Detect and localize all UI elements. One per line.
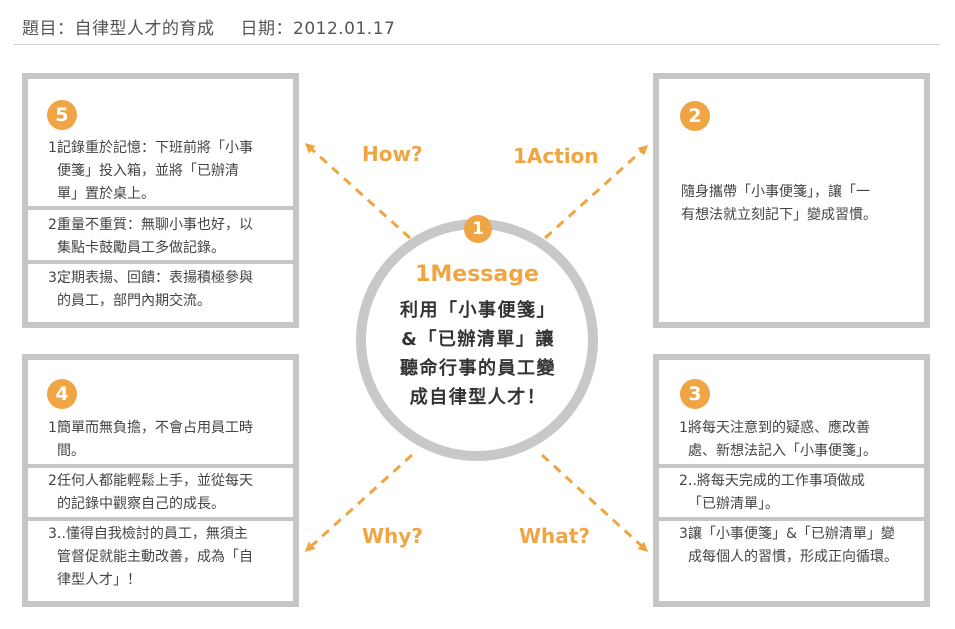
separator xyxy=(28,464,293,468)
item-number: 2. xyxy=(48,473,62,489)
item-line: 任何人都能輕鬆上手，並從每天 xyxy=(57,473,253,489)
badge-1: 1 xyxy=(464,215,492,243)
item-number: 3. xyxy=(48,526,62,542)
box-3-what: 3 1. 將每天注意到的疑惑、應改善 處、新想法記入「小事便箋」。 2. ..將… xyxy=(653,354,930,607)
item-number: 2. xyxy=(679,473,693,489)
message-line: 利用「小事便箋」 xyxy=(400,300,556,321)
center-circle xyxy=(356,219,598,461)
item-line: ..將每天完成的工作事項做成 xyxy=(688,473,865,489)
topic-label: 題目：自律型人才的育成 xyxy=(22,19,215,39)
box3-item-3: 3. 讓「小事便箋」&「已辦清單」變 成每個人的習慣，形成正向循環。 xyxy=(659,523,924,569)
arrow-how xyxy=(304,142,412,240)
item-line: 「已辦清單」。 xyxy=(688,496,779,512)
item-line: 單」置於桌上。 xyxy=(57,186,155,202)
badge-5: 5 xyxy=(47,100,77,130)
date-label: 日期：2012.01.17 xyxy=(240,19,396,39)
item-line: 的員工，部門內期交流。 xyxy=(57,293,211,309)
label-why: Why? xyxy=(362,524,423,548)
box3-item-1: 1. 將每天注意到的疑惑、應改善 處、新想法記入「小事便箋」。 xyxy=(659,417,924,463)
item-line: 便箋」投入箱，並將「已辦清 xyxy=(57,163,239,179)
box4-item-2: 2. 任何人都能輕鬆上手，並從每天 的記錄中觀察自己的成長。 xyxy=(28,470,293,516)
item-line: 集點卡鼓勵員工多做記錄。 xyxy=(57,240,225,256)
item-line: 定期表揚、回饋：表揚積極參與 xyxy=(57,270,253,286)
item-number: 1. xyxy=(48,140,62,156)
label-how: How? xyxy=(362,142,423,166)
box2-text: 隨身攜帶「小事便箋」，讓「一 有想法就立刻記下」變成習慣。 xyxy=(681,181,921,227)
box-2-action: 2 隨身攜帶「小事便箋」，讓「一 有想法就立刻記下」變成習慣。 xyxy=(653,73,930,328)
item-line: 讓「小事便箋」&「已辦清單」變 xyxy=(688,526,895,542)
separator xyxy=(659,464,924,468)
page-header: 題目：自律型人才的育成 日期：2012.01.17 xyxy=(22,14,395,39)
item-line: 重量不重質：無聊小事也好，以 xyxy=(57,217,253,233)
box4-item-3: 3. ..懂得自我檢討的員工，無須主 管督促就能主動改善，成為「自 律型人才」！ xyxy=(28,523,293,592)
box5-item-1: 1. 記錄重於記憶：下班前將「小事 便箋」投入箱，並將「已辦清 單」置於桌上。 xyxy=(28,137,293,206)
header-divider xyxy=(14,44,940,45)
badge-2: 2 xyxy=(680,101,710,131)
item-line: 成每個人的習慣，形成正向循環。 xyxy=(688,549,898,565)
message-line: 聽命行事的員工變 xyxy=(400,358,556,379)
item-number: 2. xyxy=(48,217,62,233)
box4-item-1: 1. 簡單而無負擔，不會占用員工時 間。 xyxy=(28,417,293,463)
text-line: 有想法就立刻記下」變成習慣。 xyxy=(681,207,877,223)
separator xyxy=(28,517,293,521)
badge-4: 4 xyxy=(47,379,77,409)
item-number: 3. xyxy=(48,270,62,286)
separator xyxy=(659,517,924,521)
item-line: 記錄重於記憶：下班前將「小事 xyxy=(57,140,253,156)
item-line: 律型人才」！ xyxy=(57,572,141,588)
message-line: &「已辦清單」讓 xyxy=(401,329,555,350)
item-number: 1. xyxy=(679,420,693,436)
arrow-action xyxy=(543,144,649,240)
label-what: What? xyxy=(519,524,590,548)
item-number: 1. xyxy=(48,420,62,436)
item-line: ..懂得自我檢討的員工，無須主 xyxy=(57,526,248,542)
item-line: 處、新想法記入「小事便箋」。 xyxy=(688,443,877,459)
box5-item-3: 3. 定期表揚、回饋：表揚積極參與 的員工，部門內期交流。 xyxy=(28,267,293,313)
text-line: 隨身攜帶「小事便箋」，讓「一 xyxy=(681,184,870,200)
item-number: 3. xyxy=(679,526,693,542)
separator xyxy=(28,206,293,210)
item-line: 簡單而無負擔，不會占用員工時 xyxy=(57,420,253,436)
separator xyxy=(28,260,293,264)
arrow-why xyxy=(304,453,414,553)
box-4-why: 4 1. 簡單而無負擔，不會占用員工時 間。 2. 任何人都能輕鬆上手，並從每天… xyxy=(22,354,299,607)
box-5-how: 5 1. 記錄重於記憶：下班前將「小事 便箋」投入箱，並將「已辦清 單」置於桌上… xyxy=(22,73,299,328)
item-line: 的記錄中觀察自己的成長。 xyxy=(57,496,225,512)
item-line: 將每天注意到的疑惑、應改善 xyxy=(688,420,870,436)
message-line: 成自律型人才！ xyxy=(409,387,547,408)
badge-3: 3 xyxy=(680,379,710,409)
center-title: 1Message xyxy=(415,262,539,287)
item-line: 間。 xyxy=(57,443,85,459)
arrow-what xyxy=(540,453,649,553)
center-message: 利用「小事便箋」 &「已辦清單」讓 聽命行事的員工變 成自律型人才！ xyxy=(380,296,576,412)
label-action: 1Action xyxy=(513,144,599,168)
item-line: 管督促就能主動改善，成為「自 xyxy=(57,549,253,565)
box5-item-2: 2. 重量不重質：無聊小事也好，以 集點卡鼓勵員工多做記錄。 xyxy=(28,214,293,260)
box3-item-2: 2. ..將每天完成的工作事項做成 「已辦清單」。 xyxy=(659,470,924,516)
